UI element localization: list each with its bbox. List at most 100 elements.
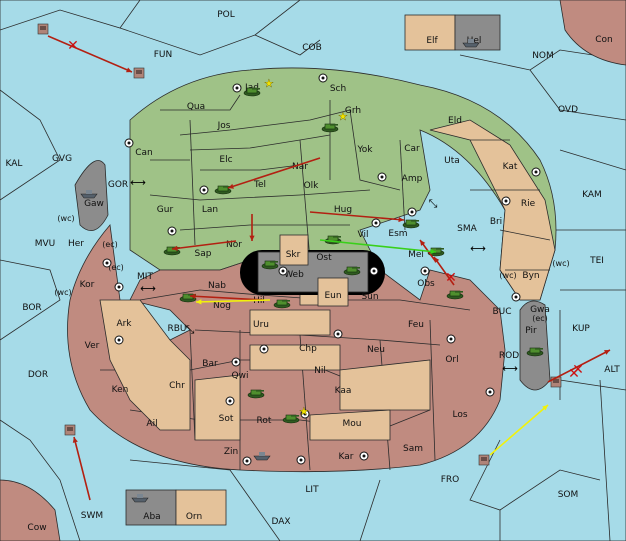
region-label-orl: Orl [445, 355, 458, 365]
supply-center-dot [372, 269, 376, 273]
supply-center-dot [488, 390, 492, 394]
supply-center-dot [423, 269, 427, 273]
tank-icon[interactable] [247, 389, 265, 399]
island-orn [175, 489, 227, 526]
arrow-head [72, 437, 78, 443]
tank-icon[interactable] [243, 87, 261, 97]
region-label-amp: Amp [402, 174, 423, 184]
region-label-kaa: Kaa [335, 386, 352, 396]
region-label-kat: Kat [503, 162, 518, 172]
region-label-skr: Skr [286, 250, 301, 260]
island-skr [279, 234, 309, 266]
region-label-web: Web [284, 270, 304, 280]
region-label-chp: Chp [299, 344, 317, 354]
tank-icon[interactable] [261, 260, 279, 270]
region-label-nom: NOM [532, 51, 554, 61]
supply-center-dot [362, 454, 366, 458]
region-label-fun: FUN [154, 50, 173, 60]
tank-icon[interactable] [321, 123, 339, 133]
region-label-con: Con [595, 35, 613, 45]
region-label-sun: Sun [361, 292, 378, 302]
tank-icon[interactable] [446, 290, 464, 300]
supply-center-dot [228, 399, 232, 403]
region-label-bar: Bar [202, 359, 218, 369]
supply-center-dot [234, 360, 238, 364]
cross-icon: ✕ [67, 38, 79, 54]
region-label-ost: Ost [316, 253, 332, 263]
region-label-elc: Elc [219, 155, 232, 165]
order-arrow [547, 349, 611, 383]
supply-center-dot [117, 338, 121, 342]
region-label-can: Can [135, 148, 153, 158]
ship-icon[interactable] [131, 494, 149, 503]
ship-icon[interactable] [253, 452, 271, 461]
double-arrow-icon: ⟷ [140, 282, 156, 295]
cross-icon: ✕ [568, 366, 580, 382]
supply-center-dot [281, 269, 285, 273]
region-label-qua: Qua [187, 102, 205, 112]
tank-icon[interactable] [526, 347, 544, 357]
region-label-alt: ALT [604, 365, 620, 375]
region-label-grh: Grh [345, 106, 361, 116]
supply-center-dot [336, 332, 340, 336]
region-label-rot: Rot [257, 416, 272, 426]
tank-icon[interactable] [282, 414, 300, 424]
region-label-sma: SMA [457, 224, 477, 234]
ship-icon[interactable] [462, 39, 480, 48]
supply-center-dot [245, 459, 249, 463]
region-label-her: Her [68, 239, 84, 249]
supply-center-dot [504, 199, 508, 203]
star-icon: ★ [264, 77, 274, 90]
army-icon[interactable] [64, 424, 76, 436]
region-label-fro: FRO [441, 475, 460, 485]
arrow-head [190, 293, 196, 299]
coast-note: (wc) [57, 214, 74, 223]
island-aba [125, 489, 177, 526]
tank-icon[interactable] [179, 293, 197, 303]
region-label-hug: Hug [334, 205, 352, 215]
coast-note: (wc) [54, 288, 71, 297]
region-label-qwi: Qwi [232, 371, 249, 381]
region-label-dor: DOR [28, 370, 48, 380]
supply-center-dot [127, 141, 131, 145]
region-label-zin: Zin [224, 447, 238, 457]
arrow-head [434, 257, 440, 263]
order-arrow [73, 436, 91, 501]
army-icon[interactable] [37, 23, 49, 35]
region-label-gwa: Gwa [530, 305, 550, 315]
tank-icon[interactable] [273, 299, 291, 309]
orders: ✕✕✕✕⟷⟷⟷⟷⤡⤡ [47, 35, 611, 501]
region-label-gaw: Gaw [84, 199, 104, 209]
region-label-olk: Olk [304, 181, 320, 191]
arrow-head [420, 240, 426, 246]
supply-center-dot [534, 170, 538, 174]
tank-icon[interactable] [343, 266, 361, 276]
region-label-ail: Ail [146, 419, 157, 429]
region-label-buc: BUC [492, 307, 511, 317]
region-label-nil: Nil [314, 366, 326, 376]
region-label-kor: Kor [80, 280, 95, 290]
tank-icon[interactable] [214, 185, 232, 195]
region-label-pol: POL [217, 10, 235, 20]
region-label-ark: Ark [116, 319, 132, 329]
tan-coast [429, 119, 556, 301]
region-label-sch: Sch [330, 84, 346, 94]
ship-icon[interactable] [80, 190, 98, 199]
double-arrow-icon: ⟷ [470, 242, 486, 255]
army-icon[interactable] [133, 67, 145, 79]
supply-center-dot [299, 458, 303, 462]
region-label-kup: KUP [572, 324, 590, 334]
region-label-gvg: GVG [52, 154, 72, 164]
arrow-head [228, 183, 234, 189]
army-icon[interactable] [478, 454, 490, 466]
region-label-byn: Byn [522, 271, 539, 281]
supply-center-dot [105, 261, 109, 265]
cross-icon: ✕ [445, 270, 457, 286]
supply-centers [102, 73, 541, 466]
region-label-sap: Sap [195, 249, 212, 259]
order-arrow [227, 157, 321, 189]
arrow-head [172, 245, 178, 251]
tank-icon[interactable] [402, 219, 420, 229]
region-label-mvu: MVU [35, 239, 56, 249]
